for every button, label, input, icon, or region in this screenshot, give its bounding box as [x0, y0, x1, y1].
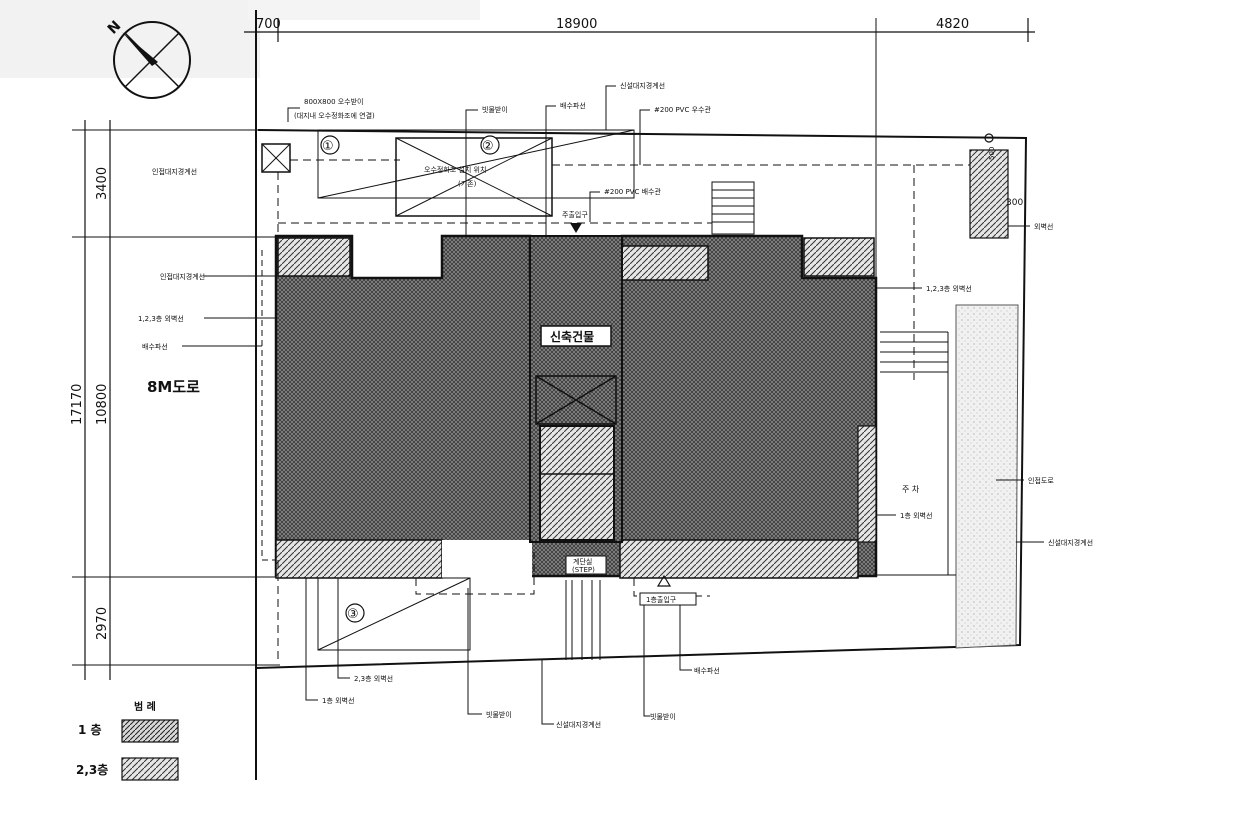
legend-swatch-2: [121, 757, 179, 781]
note-gutter-top-a: 빗물받이: [482, 105, 508, 114]
legend: 범 례 1 층 2,3층: [76, 700, 179, 781]
top-notes: [465, 85, 650, 236]
dim-top-mid: 18900: [556, 17, 597, 32]
dim-left-mid: 10800: [95, 384, 110, 425]
floor23-zone-a: [277, 237, 351, 277]
dim-top-left: 700: [256, 17, 281, 32]
note-bottom-2: 1층 외벽선: [322, 696, 354, 705]
note-left-1: 인접대지경계선: [160, 272, 205, 281]
note-outer-top-left: 인접대지경계선: [152, 167, 197, 176]
floor23-zone-e: [619, 539, 859, 579]
note-right-1: 1,2,3층 외벽선: [926, 284, 972, 293]
dim-left-top: 3400: [95, 167, 110, 200]
dim-top-right: 4820: [936, 17, 969, 32]
inlet-box: 800X800 오수받이 (대지내 오수정화조에 연결): [261, 97, 375, 173]
note-bottom-3: 빗물받이: [486, 710, 512, 719]
note-bottom-5: 빗물받이: [650, 712, 676, 721]
note-bottom-1: 2,3층 외벽선: [354, 674, 393, 683]
floor1-edge: [857, 425, 877, 543]
site-boundary: [255, 129, 1028, 669]
road-label: 8M도로: [147, 378, 200, 396]
left-dimensions: 17170 3400 10800 2970: [70, 120, 280, 680]
note-left-3: 배수파선: [142, 342, 168, 351]
dim-right-small-a: 300: [1006, 198, 1023, 208]
top-dimensions: 700 18900 4820: [244, 17, 1035, 300]
note-stair-sub: (STEP): [572, 566, 595, 574]
note-right-2: 인접도로: [1028, 476, 1054, 485]
background-patch-top: [248, 0, 480, 20]
marker-2: ②: [482, 139, 494, 154]
note-right-4: 1층 외벽선: [900, 511, 932, 520]
note-parking: 주 차: [902, 485, 920, 494]
main-building: 신축건물 주출입구: [274, 210, 878, 579]
note-inlet-box: 800X800 오수받이: [304, 97, 364, 106]
building-dashed-west: [261, 250, 276, 561]
building-label: 신축건물: [550, 329, 594, 344]
note-right-side: 외벽선: [1034, 222, 1053, 231]
bottom-leaders: [305, 578, 692, 725]
legend-swatch-1: [121, 719, 179, 743]
dim-left-bottom: 2970: [95, 607, 110, 640]
floor23-zone-d: [275, 539, 443, 579]
marker-3: ③: [347, 607, 359, 622]
side-steps: [876, 331, 956, 576]
right-manhole: 500 300 외벽선: [969, 133, 1053, 239]
note-bottom-6: 배수파선: [694, 666, 720, 675]
note-bottom-4: 신설대지경계선: [556, 720, 601, 729]
note-septic: 오수정화조 설치 위치: [424, 165, 486, 174]
septic-area: 오수정화조 설치 위치 (기존): [317, 129, 635, 217]
floor23-zone-b: [621, 245, 709, 281]
note-entrance-top: 주출입구: [562, 210, 588, 219]
left-leaders: [182, 275, 276, 347]
note-sewer-top: 신설대지경계선: [620, 81, 665, 90]
note-stair: 계단실: [573, 557, 592, 566]
note-inlet-box-sub: (대지내 오수정화조에 연결): [294, 111, 375, 120]
note-left-2: 1,2,3층 외벽선: [138, 314, 184, 323]
legend-label-1: 1 층: [78, 722, 102, 737]
note-pvc-a: #200 PVC 배수관: [604, 187, 661, 196]
rear-stair: [711, 181, 755, 235]
marker-1: ①: [322, 139, 334, 154]
markers: ① ② ③: [320, 135, 500, 623]
note-septic-sub: (기존): [458, 179, 477, 188]
dim-left-total: 17170: [70, 384, 85, 425]
drain-pipes: [277, 159, 985, 560]
note-gutter-top-b: 배수파선: [560, 101, 586, 110]
floor23-zone-c: [803, 237, 875, 277]
note-pvc-b: #200 PVC 우수관: [654, 105, 711, 114]
adjacent-parcel: [955, 304, 1019, 649]
front-stair: [565, 580, 601, 660]
drain-area-3: [317, 577, 471, 651]
legend-title: 범 례: [134, 700, 156, 713]
note-entrance-bottom: 1층출입구: [646, 595, 677, 604]
legend-label-2: 2,3층: [76, 762, 108, 777]
dim-right-small-b: 500: [988, 147, 996, 160]
right-leaders: [876, 287, 1044, 543]
note-right-3: 신설대지경계선: [1048, 538, 1093, 547]
